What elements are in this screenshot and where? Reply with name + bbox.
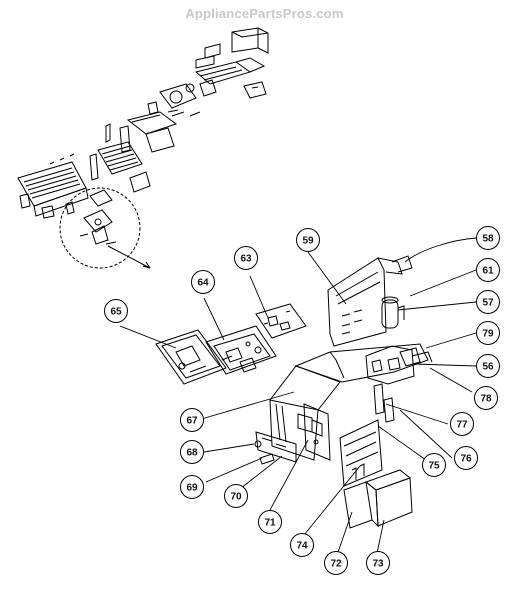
callout-label-64[interactable]: 64 (197, 278, 209, 289)
callout-circle-68 (180, 440, 204, 464)
callout-label-71[interactable]: 71 (264, 518, 276, 529)
callout-circle-69 (180, 475, 204, 499)
callout-label-58[interactable]: 58 (482, 234, 494, 245)
callout-circle-57 (476, 290, 500, 314)
callout-label-69[interactable]: 69 (186, 483, 198, 494)
callout-circle-67 (180, 408, 204, 432)
callout-circle-78 (474, 386, 498, 410)
overview-assembly (17, 27, 269, 269)
callout-circle-79 (476, 321, 500, 345)
callout-circle-75 (422, 453, 446, 477)
callout-circle-63 (234, 246, 258, 270)
callout-label-72[interactable]: 72 (330, 559, 342, 570)
callout-circle-56 (476, 354, 500, 378)
callout-label-77[interactable]: 77 (456, 420, 468, 431)
callout-circle-77 (450, 412, 474, 436)
callout-label-67[interactable]: 67 (186, 416, 198, 427)
callout-label-79[interactable]: 79 (482, 329, 494, 340)
leader-lines (119, 237, 477, 559)
callout-circle-76 (454, 446, 478, 470)
callout-labels: 59 58 61 57 63 64 65 79 56 78 67 77 76 75 68 69 70 71 74 72… (110, 234, 494, 570)
callout-label-65[interactable]: 65 (110, 307, 122, 318)
callout-label-59[interactable]: 59 (302, 236, 314, 247)
callout-circle-59 (296, 228, 320, 252)
callout-label-76[interactable]: 76 (460, 454, 472, 465)
callout-circle-74 (290, 533, 314, 557)
callout-circle-61 (476, 258, 500, 282)
callout-label-68[interactable]: 68 (186, 448, 198, 459)
callout-circle-71 (258, 510, 282, 534)
callout-label-63[interactable]: 63 (240, 254, 252, 265)
callout-label-73[interactable]: 73 (372, 559, 384, 570)
callout-circle-73 (366, 551, 390, 575)
watermark: AppliancePartsPros.com (185, 6, 344, 21)
callout-label-56[interactable]: 56 (482, 362, 494, 373)
main-chassis (254, 255, 433, 529)
callout-circle-70 (224, 484, 248, 508)
callout-circle-58 (476, 226, 500, 250)
callout-label-57[interactable]: 57 (482, 298, 494, 309)
callout-circle-65 (104, 299, 128, 323)
callout-label-78[interactable]: 78 (480, 394, 492, 405)
callout-label-74[interactable]: 74 (296, 541, 308, 552)
callout-circle-64 (191, 270, 215, 294)
callout-label-75[interactable]: 75 (428, 461, 440, 472)
callout-circles (104, 226, 500, 575)
callout-label-70[interactable]: 70 (230, 492, 242, 503)
callout-circle-72 (324, 551, 348, 575)
callout-label-61[interactable]: 61 (482, 266, 494, 277)
control-parts (155, 303, 307, 385)
